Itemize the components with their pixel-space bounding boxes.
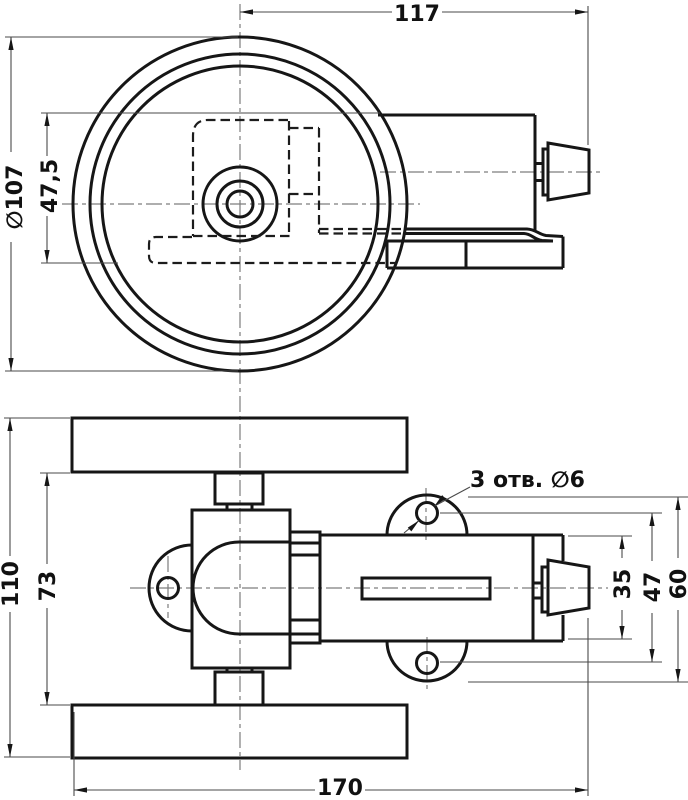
bottom-lug-hole [415, 651, 439, 675]
arrow-35-bottom [619, 626, 625, 639]
arrow-60-bottom [675, 669, 681, 682]
arrow-170-right [575, 787, 588, 793]
front-view [71, 35, 591, 373]
arrow-117-left [240, 9, 253, 15]
top-lug-hole [415, 501, 439, 525]
handwheel-middle-rim-circle [88, 52, 392, 356]
centerlines [62, 4, 608, 770]
holes-callout-label: 3 отв. ∅6 [470, 468, 585, 493]
hub-middle-circle [215, 179, 265, 229]
hidden-lower-step-outline [147, 235, 396, 265]
arrow-35-top [619, 536, 625, 549]
dim-35-label: 35 [611, 569, 636, 600]
stem-square-bottom [213, 670, 265, 707]
arrow-hole-diameter-upper [434, 495, 446, 506]
plug-housing-plan [190, 508, 292, 670]
arrow-73-top [44, 473, 50, 486]
handwheel-outer-rim-circle [71, 35, 409, 373]
top-lug-arc [385, 493, 469, 536]
dim-60-label: 60 [667, 569, 688, 600]
arrow-47-top [649, 513, 655, 526]
arrow-110-top [7, 418, 13, 431]
stem-square-top [213, 471, 265, 506]
cone-spout [546, 141, 591, 202]
left-mounting-lug [147, 543, 193, 633]
dimension-arrowheads [7, 9, 681, 793]
extension-and-dimension-lines [4, 6, 688, 796]
dim-diameter-107-label: ∅107 [3, 165, 28, 230]
outlet-housing-plan [320, 533, 591, 643]
arrow-110-bottom [7, 744, 13, 757]
dim-47-5-label: 47,5 [38, 159, 63, 213]
bottom-mounting-lug [385, 640, 469, 683]
body-bottom-upper-edge [404, 227, 564, 238]
arrow-hole-diameter-lower [407, 520, 419, 532]
holes-callout-leader [434, 486, 471, 507]
hub-outer-circle [201, 165, 279, 243]
hub-bore-circle [225, 189, 255, 219]
top-mounting-lug [385, 493, 469, 536]
flange-plan [288, 530, 322, 645]
plug-dome-plan [191, 540, 290, 636]
dim-117-label: 117 [394, 2, 440, 27]
dim-47-label: 47 [641, 572, 666, 603]
flange-rect [288, 530, 322, 645]
left-lug-arc [147, 543, 193, 633]
dim-110-label: 110 [0, 561, 24, 607]
dim-170-label: 170 [317, 776, 363, 800]
arrow-475-top [44, 113, 50, 126]
dim-73-label: 73 [36, 571, 61, 602]
arrow-170-left [74, 787, 87, 793]
arrow-60-top [675, 497, 681, 510]
arrow-117-right [575, 9, 588, 15]
arrow-47-bottom [649, 649, 655, 662]
bottom-lug-arc [385, 640, 469, 683]
cone-spout-plan [546, 558, 591, 617]
handwheel-inner-rim-circle [100, 64, 380, 344]
left-lug-hole [156, 576, 180, 600]
arrow-73-bottom [44, 692, 50, 705]
dome-left-arc [191, 540, 240, 636]
mounting-bracket-front [385, 236, 565, 270]
housing-slot [360, 576, 492, 601]
arrow-475-bottom [44, 250, 50, 263]
hidden-housing-left-outline [191, 118, 288, 236]
plan-view [70, 416, 591, 760]
arrow-d107-bottom [8, 358, 14, 371]
arrow-d107-top [8, 37, 14, 50]
outlet-spout-front [535, 141, 591, 202]
hidden-body-outline [147, 118, 402, 265]
